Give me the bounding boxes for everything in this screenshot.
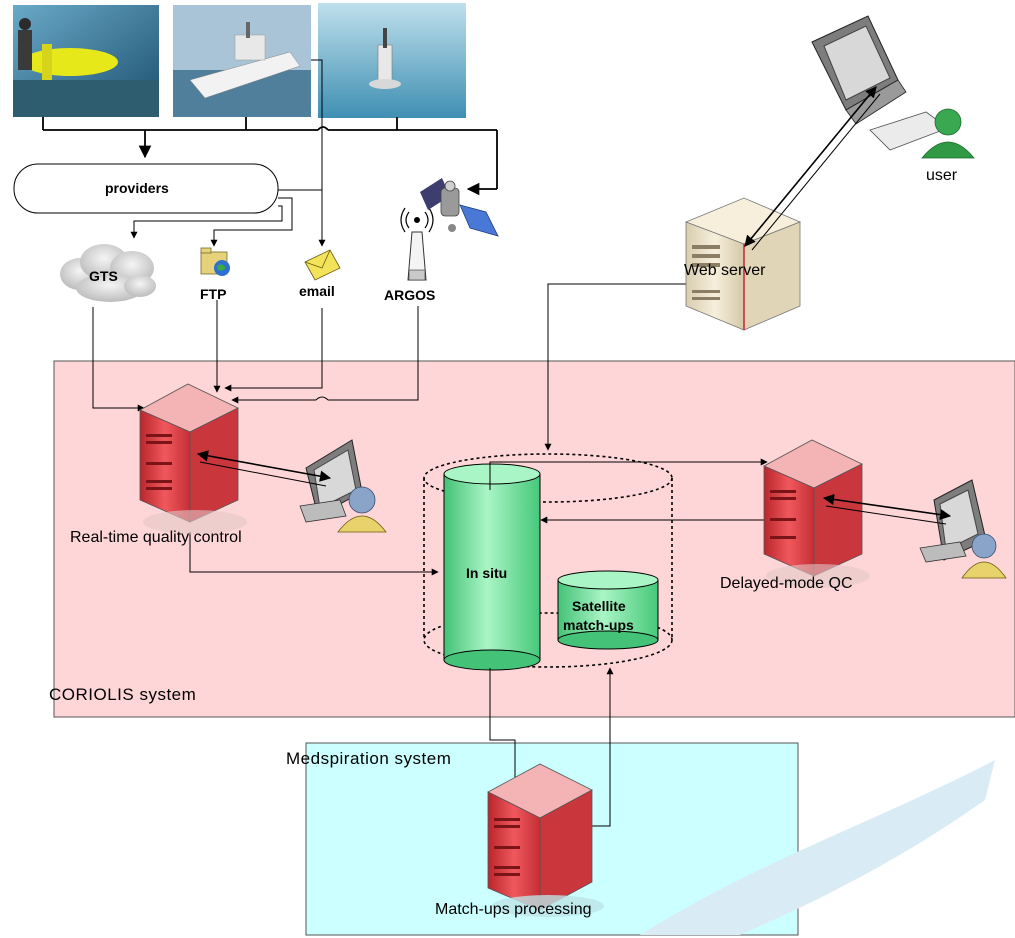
providers-label: providers	[105, 180, 169, 196]
server-icon	[763, 439, 870, 588]
medspiration-system-label: Medspiration system	[286, 749, 452, 768]
envelope-icon	[304, 249, 341, 281]
argos-label: ARGOS	[384, 287, 436, 303]
photo-research-vessel	[173, 5, 311, 117]
in-situ-label: In situ	[466, 565, 508, 581]
gts-label: GTS	[89, 268, 118, 284]
delayed-mode-qc-label: Delayed-mode QC	[720, 575, 853, 592]
email-label: email	[299, 283, 335, 299]
photo-feed-lines	[42, 117, 498, 196]
photo-buoy-deployment	[13, 5, 159, 117]
providers-box	[13, 163, 279, 214]
webserver-links	[544, 283, 690, 451]
channel-to-rtqc-lines	[92, 300, 419, 412]
matchups-processing-label: Match-ups processing	[435, 901, 592, 918]
server-icon	[487, 763, 604, 917]
rtqc-operator-link	[196, 450, 332, 482]
server-icon	[139, 383, 247, 534]
real-time-qc-label: Real-time quality control	[70, 529, 242, 546]
satellite-icon	[420, 178, 499, 237]
photo-sea-buoy	[318, 3, 466, 118]
antenna-icon	[400, 207, 434, 281]
decorative-swoosh	[640, 760, 995, 935]
ftp-label: FTP	[200, 286, 227, 302]
satellite-label-line1: Satellite	[572, 598, 626, 614]
satellite-label-line2: match-ups	[563, 617, 634, 633]
coriolis-flow-lines	[189, 458, 768, 827]
provider-distribution-lines	[130, 59, 326, 247]
dmqc-operator-link	[822, 493, 952, 521]
user-label: user	[926, 167, 958, 184]
database-icon	[557, 570, 659, 650]
computer-user-icon	[811, 15, 975, 159]
globe-folder-icon	[200, 247, 230, 276]
user-webserver-link	[744, 86, 877, 247]
web-server-label: Web server	[684, 262, 766, 279]
coriolis-system-label: CORIOLIS system	[49, 685, 197, 704]
database-icon	[443, 463, 541, 671]
cloud-icon	[60, 244, 156, 302]
database-container	[423, 453, 673, 668]
